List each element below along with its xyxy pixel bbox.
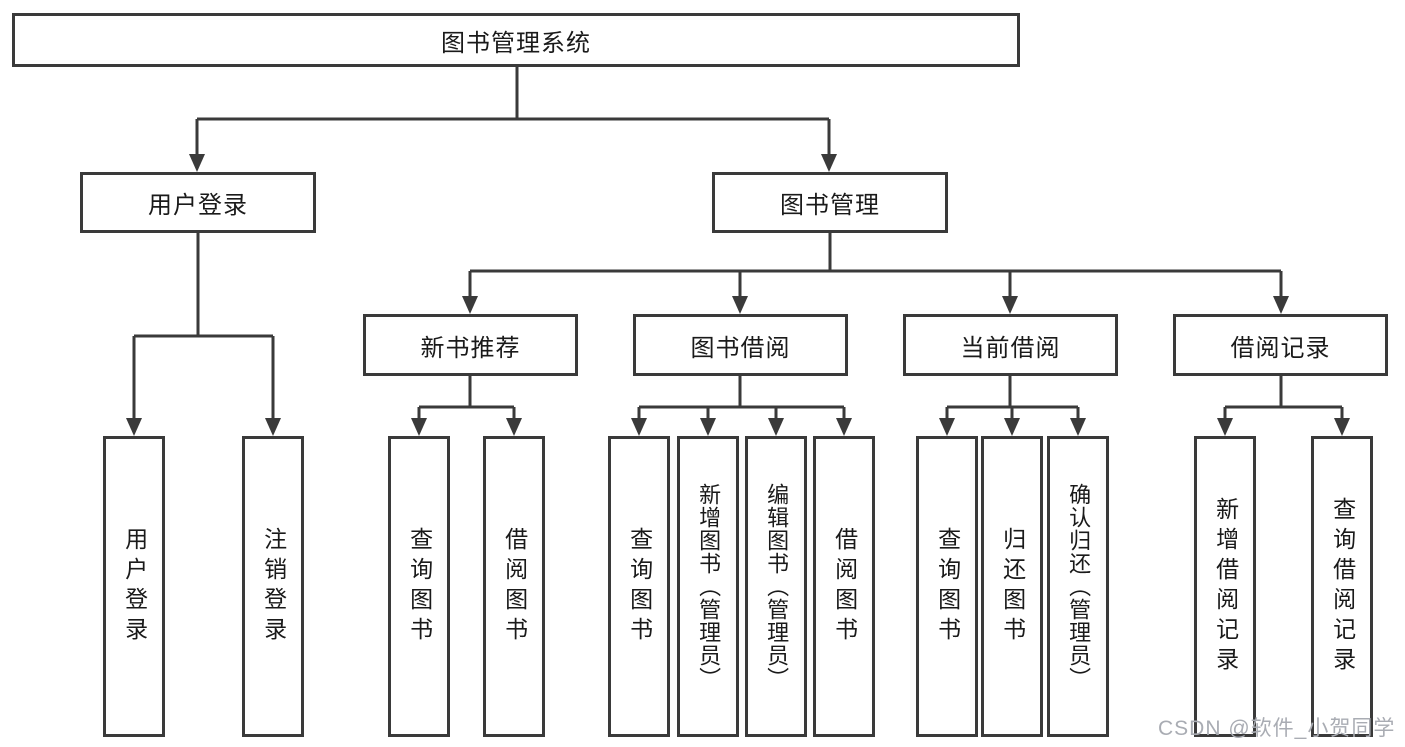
node-borrowing-records: 借阅记录 bbox=[1173, 314, 1388, 376]
leaf-label: 新增借阅记录 bbox=[1212, 496, 1239, 677]
leaf-label: 查询借阅记录 bbox=[1329, 496, 1356, 677]
leaf-query-books-recommend: 查询图书 bbox=[388, 436, 450, 737]
leaf-query-borrow-record: 查询借阅记录 bbox=[1311, 436, 1373, 737]
leaf-add-book-admin: 新增图书（管理员） bbox=[677, 436, 739, 737]
leaf-borrow-books-recommend: 借阅图书 bbox=[483, 436, 545, 737]
leaf-label: 编辑图书（管理员） bbox=[764, 483, 790, 690]
leaf-label: 归还图书 bbox=[999, 526, 1026, 647]
node-book-management: 图书管理 bbox=[712, 172, 948, 233]
leaf-query-books-borrowing: 查询图书 bbox=[608, 436, 670, 737]
csdn-watermark: CSDN @软件_小贺同学 bbox=[1158, 717, 1396, 740]
leaf-confirm-return-admin: 确认归还（管理员） bbox=[1047, 436, 1109, 737]
leaf-return-book: 归还图书 bbox=[981, 436, 1043, 737]
leaf-label: 确认归还（管理员） bbox=[1066, 483, 1092, 690]
leaf-add-borrow-record: 新增借阅记录 bbox=[1194, 436, 1256, 737]
node-user-login: 用户登录 bbox=[80, 172, 316, 233]
leaf-label: 借阅图书 bbox=[831, 526, 858, 647]
leaf-label: 新增图书（管理员） bbox=[696, 483, 722, 690]
node-book-borrowing: 图书借阅 bbox=[633, 314, 848, 376]
arrowheads bbox=[126, 154, 1350, 436]
root-node-library-management-system: 图书管理系统 bbox=[12, 13, 1020, 67]
node-new-book-recommend: 新书推荐 bbox=[363, 314, 578, 376]
leaf-edit-book-admin: 编辑图书（管理员） bbox=[745, 436, 807, 737]
leaf-label: 注销登录 bbox=[260, 526, 287, 647]
leaf-user-login: 用户登录 bbox=[103, 436, 165, 737]
node-current-borrowing: 当前借阅 bbox=[903, 314, 1118, 376]
leaf-label: 查询图书 bbox=[406, 526, 433, 647]
leaf-label: 查询图书 bbox=[934, 526, 961, 647]
leaf-label: 用户登录 bbox=[121, 526, 148, 647]
leaf-label: 查询图书 bbox=[626, 526, 653, 647]
leaf-label: 借阅图书 bbox=[501, 526, 528, 647]
leaf-logout: 注销登录 bbox=[242, 436, 304, 737]
leaf-borrow-books-borrowing: 借阅图书 bbox=[813, 436, 875, 737]
leaf-query-books-current: 查询图书 bbox=[916, 436, 978, 737]
